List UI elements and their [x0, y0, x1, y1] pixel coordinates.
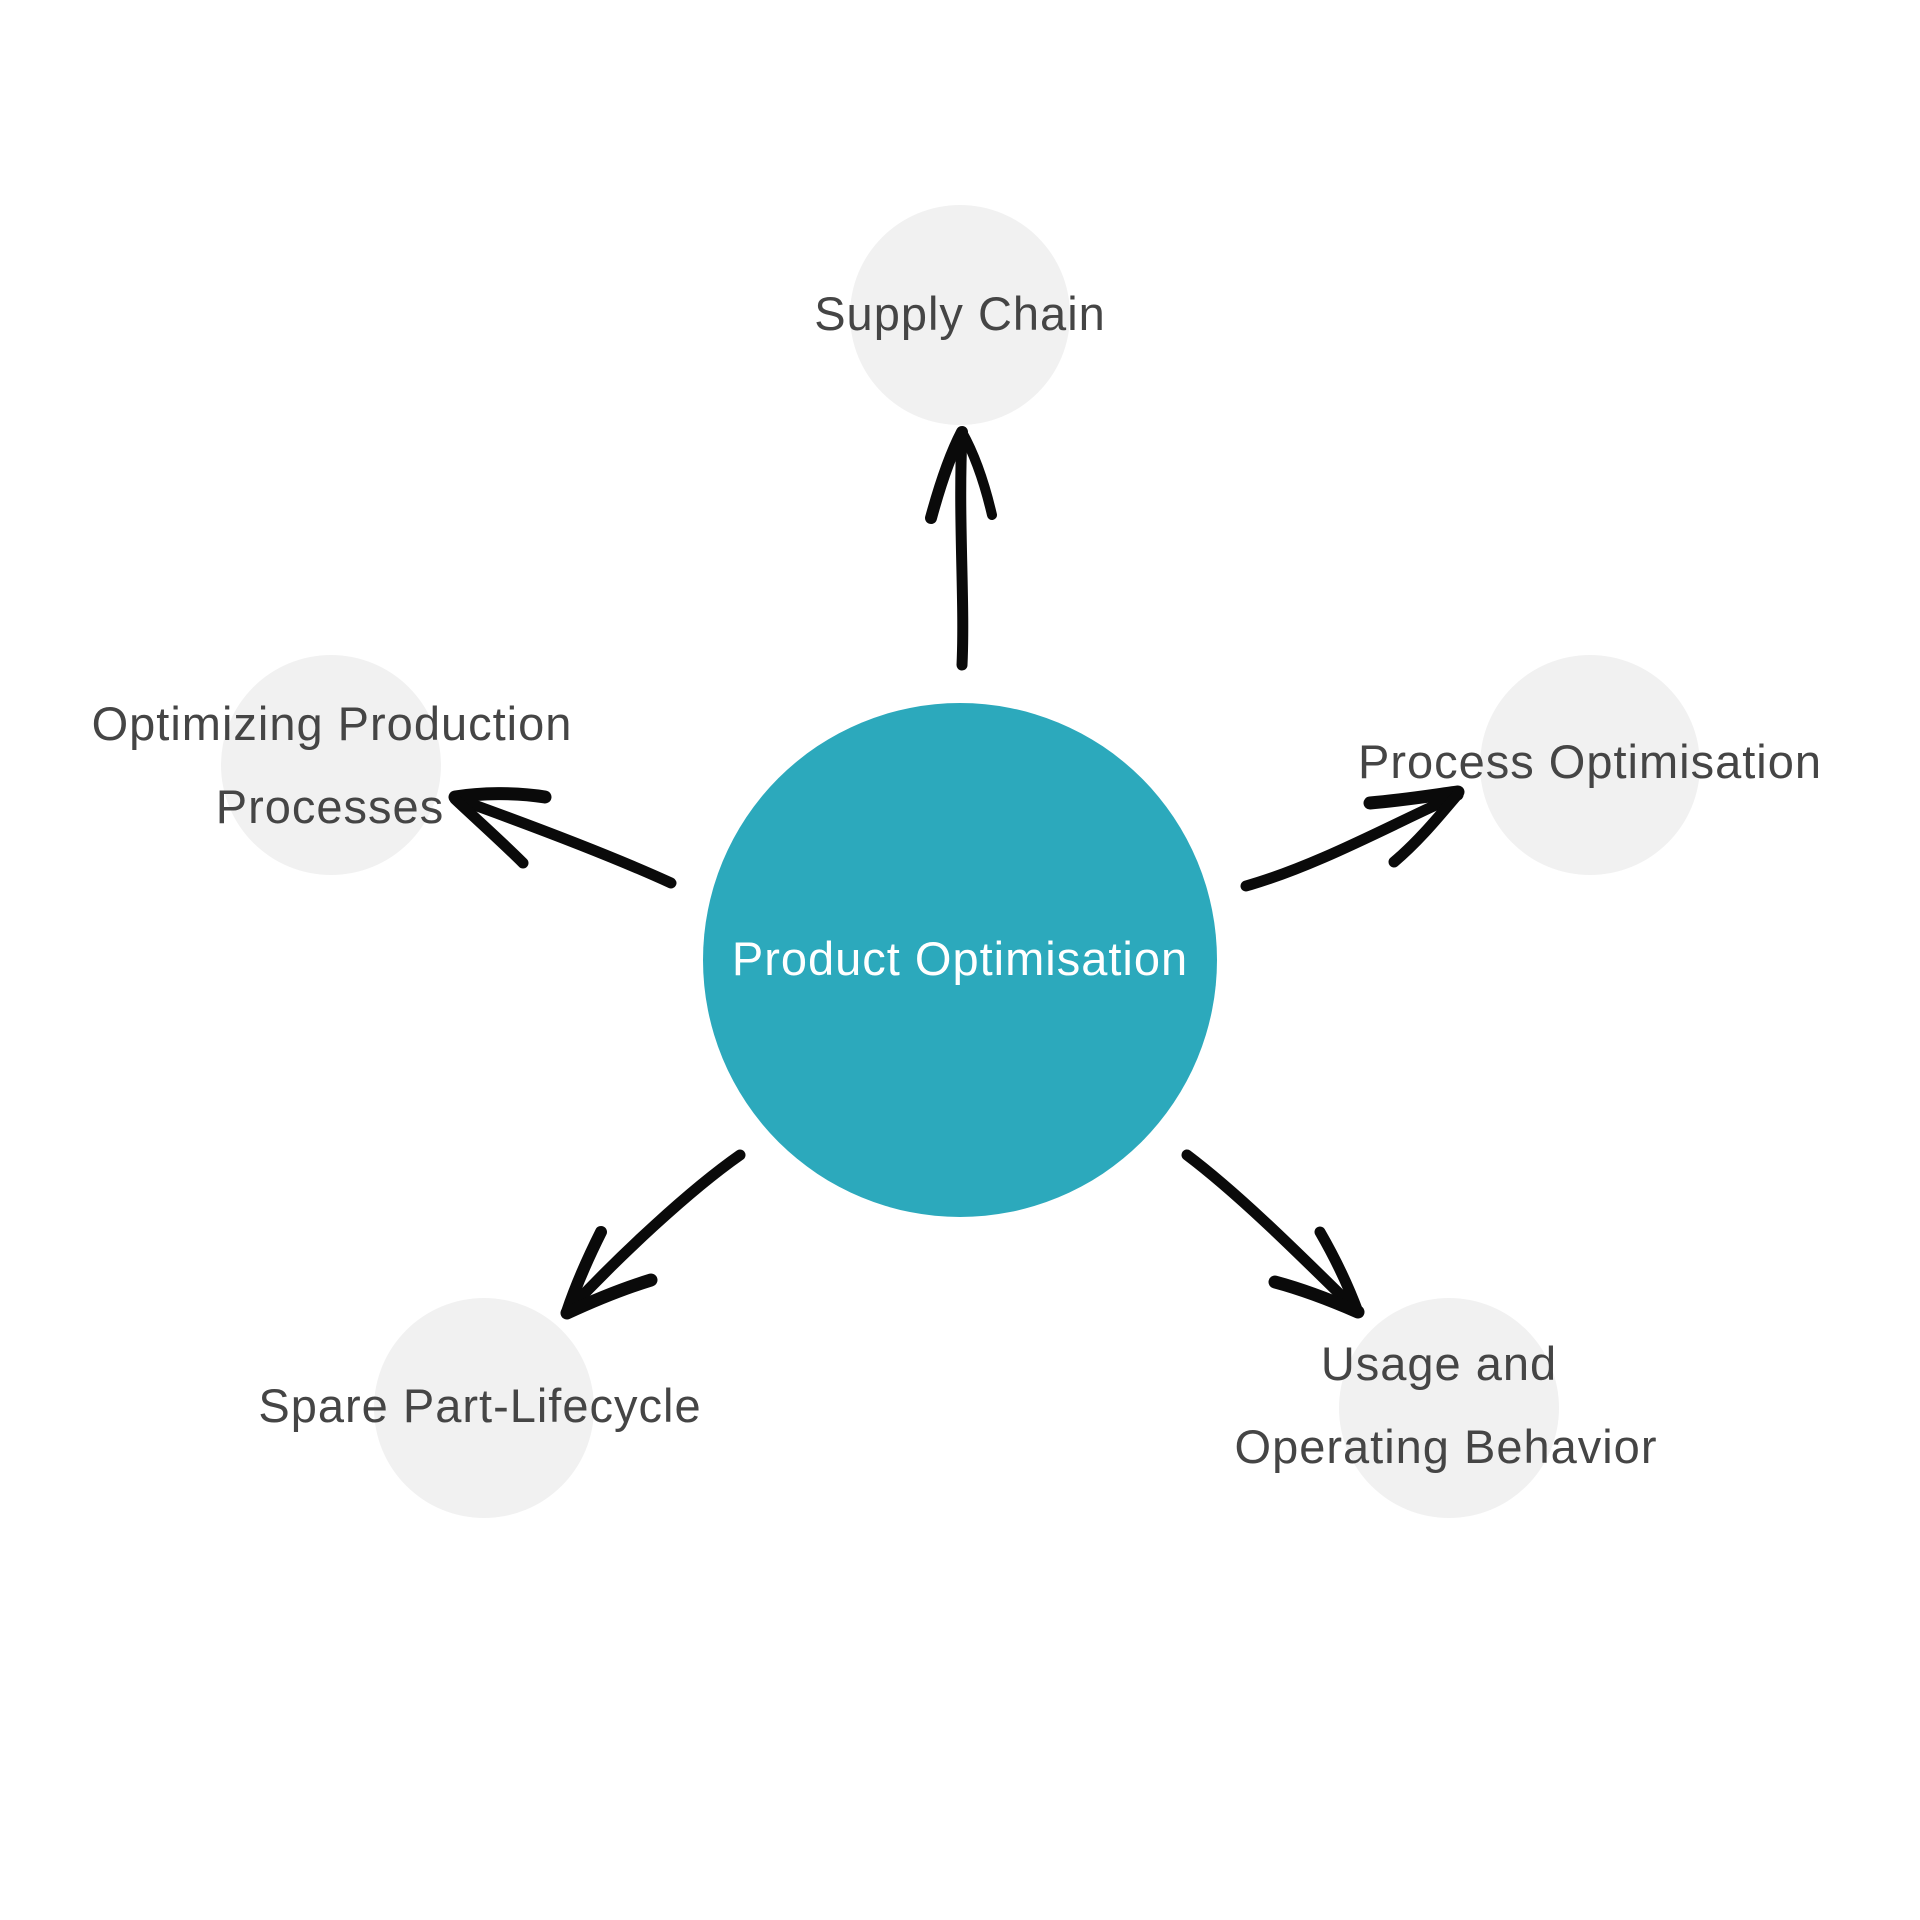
label-optimizing-production-processes-line1: Optimizing Production — [92, 697, 573, 750]
satellite-circles — [221, 205, 1700, 1518]
label-process-optimisation: Process Optimisation — [1358, 735, 1822, 788]
label-supply-chain: Supply Chain — [814, 287, 1106, 340]
satellite-circle-supply-chain — [850, 205, 1070, 425]
label-usage-operating-behavior-line2: Operating Behavior — [1235, 1420, 1658, 1473]
satellite-circle-process-optimisation — [1480, 655, 1700, 875]
arrows — [448, 426, 1465, 1320]
label-spare-part-lifecycle: Spare Part-Lifecycle — [258, 1379, 701, 1432]
center-node: Product Optimisation — [703, 703, 1217, 1217]
arrow-down-right-icon — [1181, 1149, 1365, 1319]
satellite-circle-usage-operating-behavior — [1339, 1298, 1559, 1518]
label-optimizing-production-processes-line2: Processes — [216, 780, 444, 833]
satellite-circle-spare-part-lifecycle — [374, 1298, 594, 1518]
satellite-circle-optimizing-production-processes — [221, 655, 441, 875]
arrow-up-left-icon — [448, 787, 677, 889]
arrow-down-left-icon — [560, 1149, 746, 1320]
center-label: Product Optimisation — [732, 932, 1188, 985]
center-circle — [703, 703, 1217, 1217]
arrow-up-right-icon — [1240, 785, 1465, 892]
label-usage-operating-behavior-line1: Usage and — [1321, 1337, 1557, 1390]
satellite-labels: Supply Chain Process Optimisation Usage … — [92, 287, 1822, 1473]
arrow-up-icon — [925, 426, 997, 671]
